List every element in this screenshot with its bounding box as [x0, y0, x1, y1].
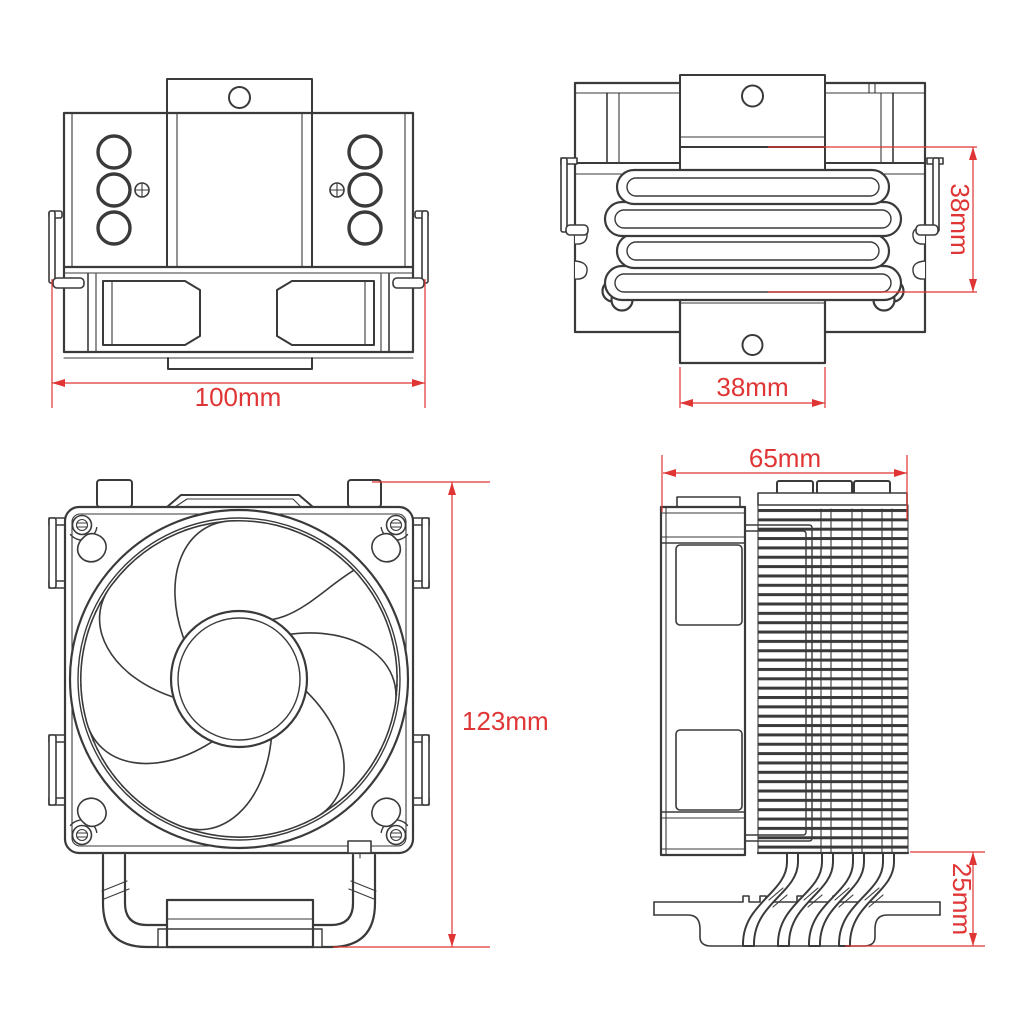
- heatpipes-bends: [742, 852, 895, 947]
- bottom-view: 38mm 38mm: [560, 74, 977, 408]
- bracket-hole: [228, 86, 251, 109]
- heatpipes: [601, 168, 905, 312]
- retention-clips: [48, 210, 429, 289]
- bracket-hole: [741, 84, 764, 108]
- fin-blocks: [87, 273, 390, 353]
- side-view: 65mm 25mm: [653, 443, 985, 947]
- frame-notch: [347, 840, 372, 859]
- fan-clip-wire: [744, 524, 813, 842]
- bottom-tab: [167, 357, 313, 370]
- dimension-overall-width: 100mm: [51, 279, 426, 412]
- base-plate: [157, 898, 323, 949]
- dimension-overall-depth: 65mm: [661, 443, 908, 520]
- top-view-body: [62, 111, 415, 370]
- retention-clips: [560, 157, 944, 236]
- dimension-overall-height: 123mm: [333, 481, 549, 948]
- dim-label-base-offset: 25mm: [947, 863, 977, 935]
- dim-label-overall-height: 123mm: [462, 706, 549, 736]
- fin-stack: [756, 480, 910, 855]
- dim-label-overall-width: 100mm: [195, 382, 282, 412]
- front-view: 123mm: [42, 477, 549, 949]
- bottom-bracket-plate: [678, 291, 827, 365]
- bracket-hole: [741, 334, 764, 356]
- dimension-bracket-width: 38mm: [679, 367, 826, 408]
- dim-label-overall-depth: 65mm: [749, 443, 821, 473]
- fan-side-profile: [659, 496, 747, 857]
- dimension-heatpipe-stack-height: 38mm: [768, 146, 977, 293]
- dim-label-heatpipe-stack-height: 38mm: [945, 183, 975, 255]
- dimension-base-offset: 25mm: [845, 851, 985, 947]
- screw-icon: [134, 182, 345, 198]
- heatpipe-ends: [96, 134, 383, 246]
- dim-label-bracket-width: 38mm: [716, 372, 788, 402]
- retention-clips: [48, 517, 430, 806]
- mounting-bracket: [166, 78, 313, 268]
- fan-hub: [169, 609, 309, 749]
- top-view: 100mm: [48, 78, 429, 412]
- top-tabs: [96, 479, 382, 508]
- heatpipe-channels: [820, 508, 893, 854]
